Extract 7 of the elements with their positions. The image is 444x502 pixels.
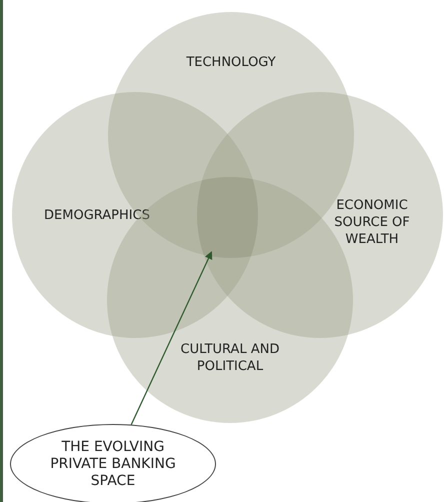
- central-overlap-region: [197, 177, 258, 258]
- node-label: THE EVOLVING PRIVATE BANKING SPACE: [49, 438, 177, 490]
- node-label: ECONOMIC SOURCE OF WEALTH: [333, 197, 411, 248]
- leader-arrow: [130, 251, 212, 425]
- node-label: DEMOGRAPHICS: [43, 207, 151, 224]
- node-label: CULTURAL AND POLITICAL: [180, 341, 280, 375]
- node-label: TECHNOLOGY: [185, 54, 277, 71]
